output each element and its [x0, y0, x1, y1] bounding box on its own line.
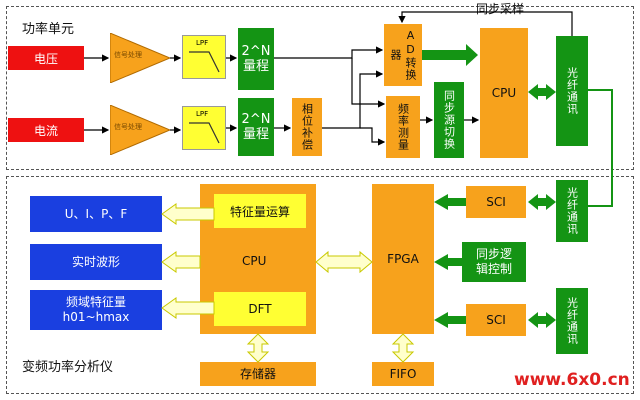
amp-label-bottom: 信号处理: [114, 123, 142, 131]
current-input: 电流: [8, 118, 84, 142]
fiber-comm-1: 光纤通讯: [556, 36, 588, 146]
fiber-comm-2: 光纤通讯: [556, 180, 588, 242]
amplifier-icon-bottom: [110, 105, 170, 155]
analyzer-region: [6, 176, 634, 394]
cpu-top-block: CPU: [480, 28, 528, 158]
sci-bottom-block: SCI: [466, 304, 526, 336]
sync-switch-block: 同步源切换: [434, 82, 464, 158]
feature-calc-block: 特征量运算: [214, 194, 306, 228]
fifo-block: FIFO: [372, 362, 434, 386]
freq-domain-line2: h01~hmax: [62, 310, 130, 324]
storage-block: 存储器: [200, 362, 316, 386]
voltage-input: 电压: [8, 46, 84, 70]
sync-logic-label: 同步逻辑控制: [475, 247, 512, 276]
power-unit-title: 功率单元: [22, 22, 75, 37]
lpf-label-top: LPF: [196, 39, 209, 47]
freq-measure-block: 频率测量: [386, 96, 420, 158]
phase-comp-block: 相位补偿: [292, 98, 322, 156]
amp-label-top: 信号处理: [114, 51, 142, 59]
output-waveform: 实时波形: [30, 244, 162, 280]
ad-converter-block: AD转换器: [384, 24, 422, 86]
sci-top-block: SCI: [466, 186, 526, 218]
lowpass-curve-icon: [189, 122, 220, 144]
output-freq-domain: 频域特征量 h01~hmax: [30, 290, 162, 330]
lowpass-curve-icon: [189, 51, 220, 73]
output-uipf: U、I、P、F: [30, 196, 162, 232]
fiber-comm-3: 光纤通讯: [556, 288, 588, 354]
sync-logic-block: 同步逻辑控制: [462, 242, 526, 282]
power-unit-region: [6, 6, 634, 170]
range-block-bottom: 2^N 量程: [238, 98, 274, 156]
analyzer-title: 变频功率分析仪: [22, 360, 114, 375]
ad-to-cpu-arrow: [422, 44, 478, 66]
fpga-block: FPGA: [372, 184, 434, 334]
watermark-text: www.6x0.cn: [514, 370, 630, 390]
lpf-label-bottom: LPF: [196, 110, 209, 118]
cpu-analyzer-label: CPU: [242, 254, 267, 268]
amplifier-icon-top: [110, 33, 170, 83]
lpf-filter-bottom: LPF: [182, 106, 226, 150]
range-block-top: 2^N 量程: [238, 28, 274, 90]
lpf-filter-top: LPF: [182, 35, 226, 79]
dft-block: DFT: [214, 292, 306, 326]
freq-domain-line1: 频域特征量: [65, 295, 126, 309]
